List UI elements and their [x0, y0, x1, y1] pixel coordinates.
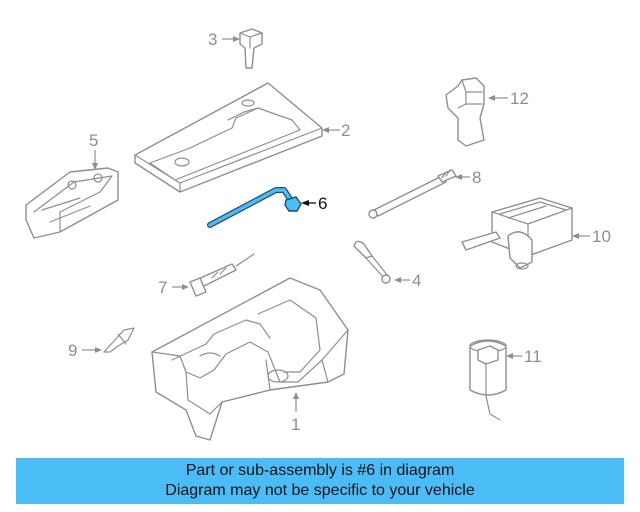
part-4-illustration [353, 240, 391, 284]
part-8-illustration [368, 169, 457, 219]
callout-12: 12 [488, 89, 529, 108]
part-3-illustration [239, 28, 263, 69]
callout-4: 4 [394, 271, 421, 290]
svg-text:3: 3 [208, 30, 217, 49]
svg-text:9: 9 [68, 341, 77, 360]
svg-text:6: 6 [318, 194, 327, 213]
callout-1: 1 [291, 392, 300, 434]
callout-7: 7 [158, 278, 189, 297]
part-9-illustration [103, 327, 135, 353]
callout-9: 9 [68, 341, 102, 360]
parts-diagram: 3 2 5 6 [25, 28, 611, 441]
svg-text:11: 11 [524, 347, 542, 366]
part-6-wrench [207, 187, 302, 228]
svg-text:8: 8 [472, 168, 481, 187]
part-7-illustration [189, 253, 255, 297]
callout-6: 6 [301, 194, 327, 213]
svg-text:12: 12 [510, 89, 529, 108]
callout-10: 10 [572, 227, 611, 246]
banner-line-disclaimer: Diagram may not be specific to your vehi… [165, 482, 475, 499]
callout-3: 3 [208, 30, 240, 49]
svg-text:10: 10 [592, 227, 611, 246]
part-5-illustration [25, 167, 119, 239]
callout-2: 2 [322, 121, 350, 140]
part-12-illustration [445, 77, 485, 147]
part-10-illustration [461, 197, 573, 270]
part-2-illustration [134, 82, 323, 193]
part-11-illustration [469, 339, 507, 421]
svg-text:5: 5 [89, 131, 98, 150]
banner-line-part: Part or sub-assembly is #6 in diagram [185, 462, 455, 479]
callout-5: 5 [89, 131, 98, 170]
callout-8: 8 [455, 168, 481, 187]
info-banner: Part or sub-assembly is #6 in diagram Di… [16, 458, 624, 504]
svg-text:4: 4 [412, 271, 421, 290]
svg-text:7: 7 [158, 278, 167, 297]
part-1-illustration [151, 277, 349, 441]
callout-11: 11 [506, 347, 542, 366]
svg-text:2: 2 [341, 121, 350, 140]
svg-text:1: 1 [291, 415, 300, 434]
